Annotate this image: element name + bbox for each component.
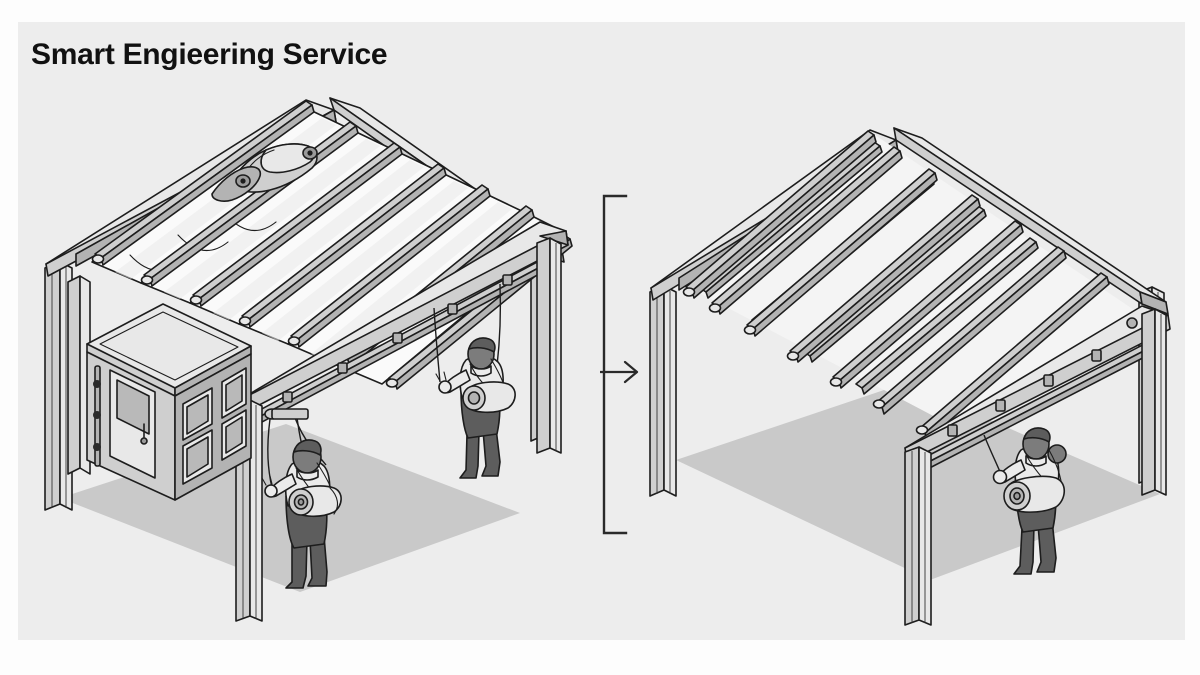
- carried-fabric-roll: [462, 381, 516, 414]
- roller-rail: [238, 163, 447, 328]
- post-right-front-right: [1141, 308, 1167, 496]
- roller-rail: [682, 130, 877, 299]
- page-title: Smart Engieering Service: [31, 38, 388, 71]
- cabin-hinges: [93, 365, 101, 467]
- post-right-back-left: [649, 285, 677, 497]
- transition-bracket: [602, 194, 628, 535]
- beam-right-front: [904, 305, 1171, 463]
- arrow-right-icon: [600, 360, 639, 384]
- carried-fabric-roll: [1003, 475, 1066, 513]
- pulley-bar: [264, 408, 309, 420]
- roller-rail: [872, 246, 1067, 415]
- pergola-before: [44, 97, 573, 622]
- beam-front-right: [235, 221, 569, 417]
- beam-right-back: [893, 127, 1169, 315]
- worker-right: [983, 427, 1067, 575]
- roller-clips-right: [947, 317, 1138, 437]
- post-right-front-left: [904, 446, 932, 626]
- worker-left-back: [433, 283, 516, 479]
- service-cabin: [86, 303, 252, 501]
- roller-rail: [91, 100, 315, 266]
- roller-rail: [708, 146, 903, 315]
- roller-rail: [915, 272, 1110, 441]
- roller-rail: [189, 142, 403, 307]
- roller-rail: [743, 168, 938, 337]
- fabric-roll-bundle: [211, 143, 318, 202]
- roller-rail: [829, 220, 1024, 389]
- pergola-after: [649, 127, 1171, 626]
- roller-clips-left: [282, 274, 513, 403]
- carried-fabric-roll: [288, 485, 342, 518]
- roller-rail: [786, 194, 981, 363]
- post-front-right: [536, 237, 562, 454]
- roller-rails-right: [682, 130, 1110, 441]
- roller-rail: [287, 184, 491, 348]
- worker-left-front: [261, 408, 342, 589]
